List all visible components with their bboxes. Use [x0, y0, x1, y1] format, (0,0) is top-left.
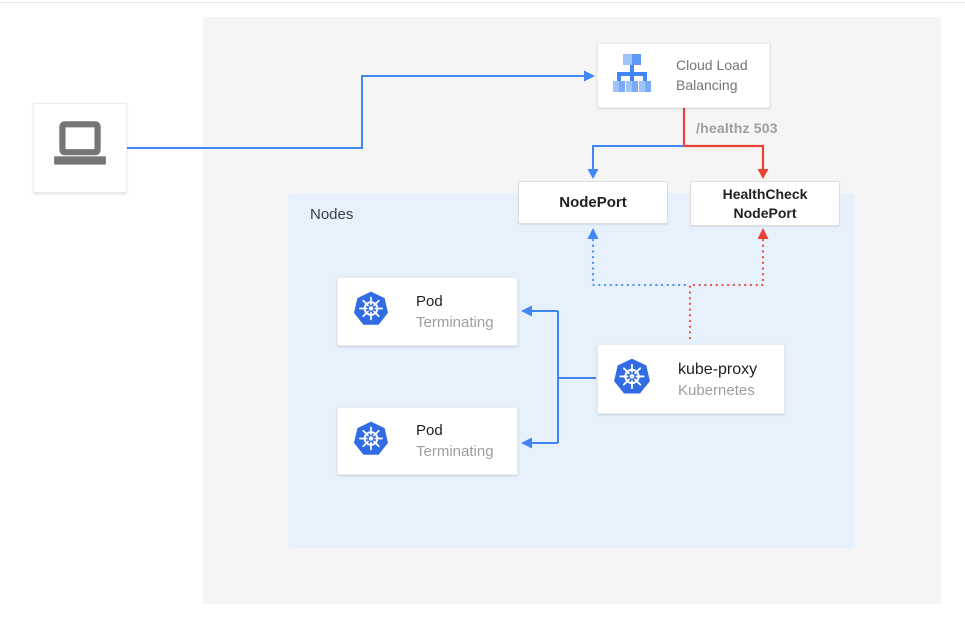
- laptop-icon: [49, 120, 111, 177]
- load-balancer-icon: [610, 53, 654, 98]
- cloud-load-balancing-card: Cloud Load Balancing: [597, 43, 770, 108]
- pod-title: Pod: [416, 292, 443, 310]
- kube-proxy-subtitle: Kubernetes: [678, 381, 755, 399]
- pod-1-card: Pod Terminating: [337, 277, 518, 346]
- healthz-status-label: /healthz 503: [696, 120, 778, 136]
- nodes-group-label: Nodes: [310, 206, 354, 223]
- cloud-load-balancing-label: Cloud Load Balancing: [676, 56, 748, 93]
- kubernetes-wheel-icon: [352, 420, 390, 463]
- kubernetes-wheel-icon: [352, 290, 390, 333]
- top-divider: [0, 2, 965, 3]
- healthcheck-nodeport-card: HealthCheck NodePort: [690, 181, 840, 226]
- pod-title: Pod: [416, 422, 443, 440]
- pod-status: Terminating: [416, 443, 494, 461]
- client-laptop-card: [33, 103, 127, 193]
- kubernetes-wheel-icon: [612, 357, 652, 402]
- kube-proxy-title: kube-proxy: [678, 360, 758, 378]
- kube-proxy-card: kube-proxy Kubernetes: [597, 344, 785, 414]
- pod-2-card: Pod Terminating: [337, 407, 518, 475]
- pod-status: Terminating: [416, 313, 494, 331]
- nodeport-label: NodePort: [559, 194, 627, 211]
- healthcheck-nodeport-label: HealthCheck NodePort: [722, 186, 808, 221]
- nodeport-card: NodePort: [518, 181, 668, 224]
